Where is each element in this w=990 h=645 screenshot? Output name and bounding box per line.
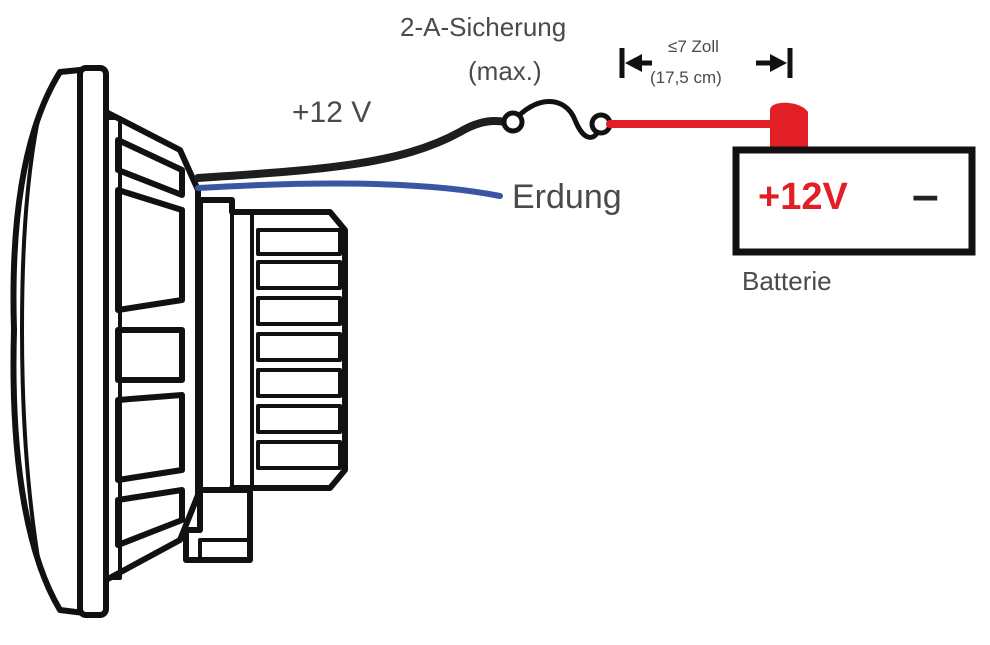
- battery-positive-label: +12V: [758, 176, 848, 218]
- ground-wire-label: Erdung: [512, 178, 622, 216]
- positive-wire-label: +12 V: [292, 96, 372, 129]
- battery-icon: [732, 146, 976, 256]
- battery-label: Batterie: [742, 266, 832, 296]
- battery-negative-label: –: [912, 169, 939, 222]
- ground-wire: [195, 180, 503, 199]
- battery-terminal-positive: [770, 102, 808, 150]
- distance-metric-label: (17,5 cm): [650, 68, 722, 87]
- headlight-icon: [10, 65, 348, 618]
- dimension-arrow-icon: [619, 48, 793, 78]
- fuse-max-label: (max.): [468, 56, 542, 86]
- fuse-label: 2-A-Sicherung: [400, 12, 567, 42]
- distance-label: ≤7 Zoll: [668, 37, 719, 56]
- fuse-icon: [501, 99, 613, 140]
- positive-wire: [194, 117, 509, 182]
